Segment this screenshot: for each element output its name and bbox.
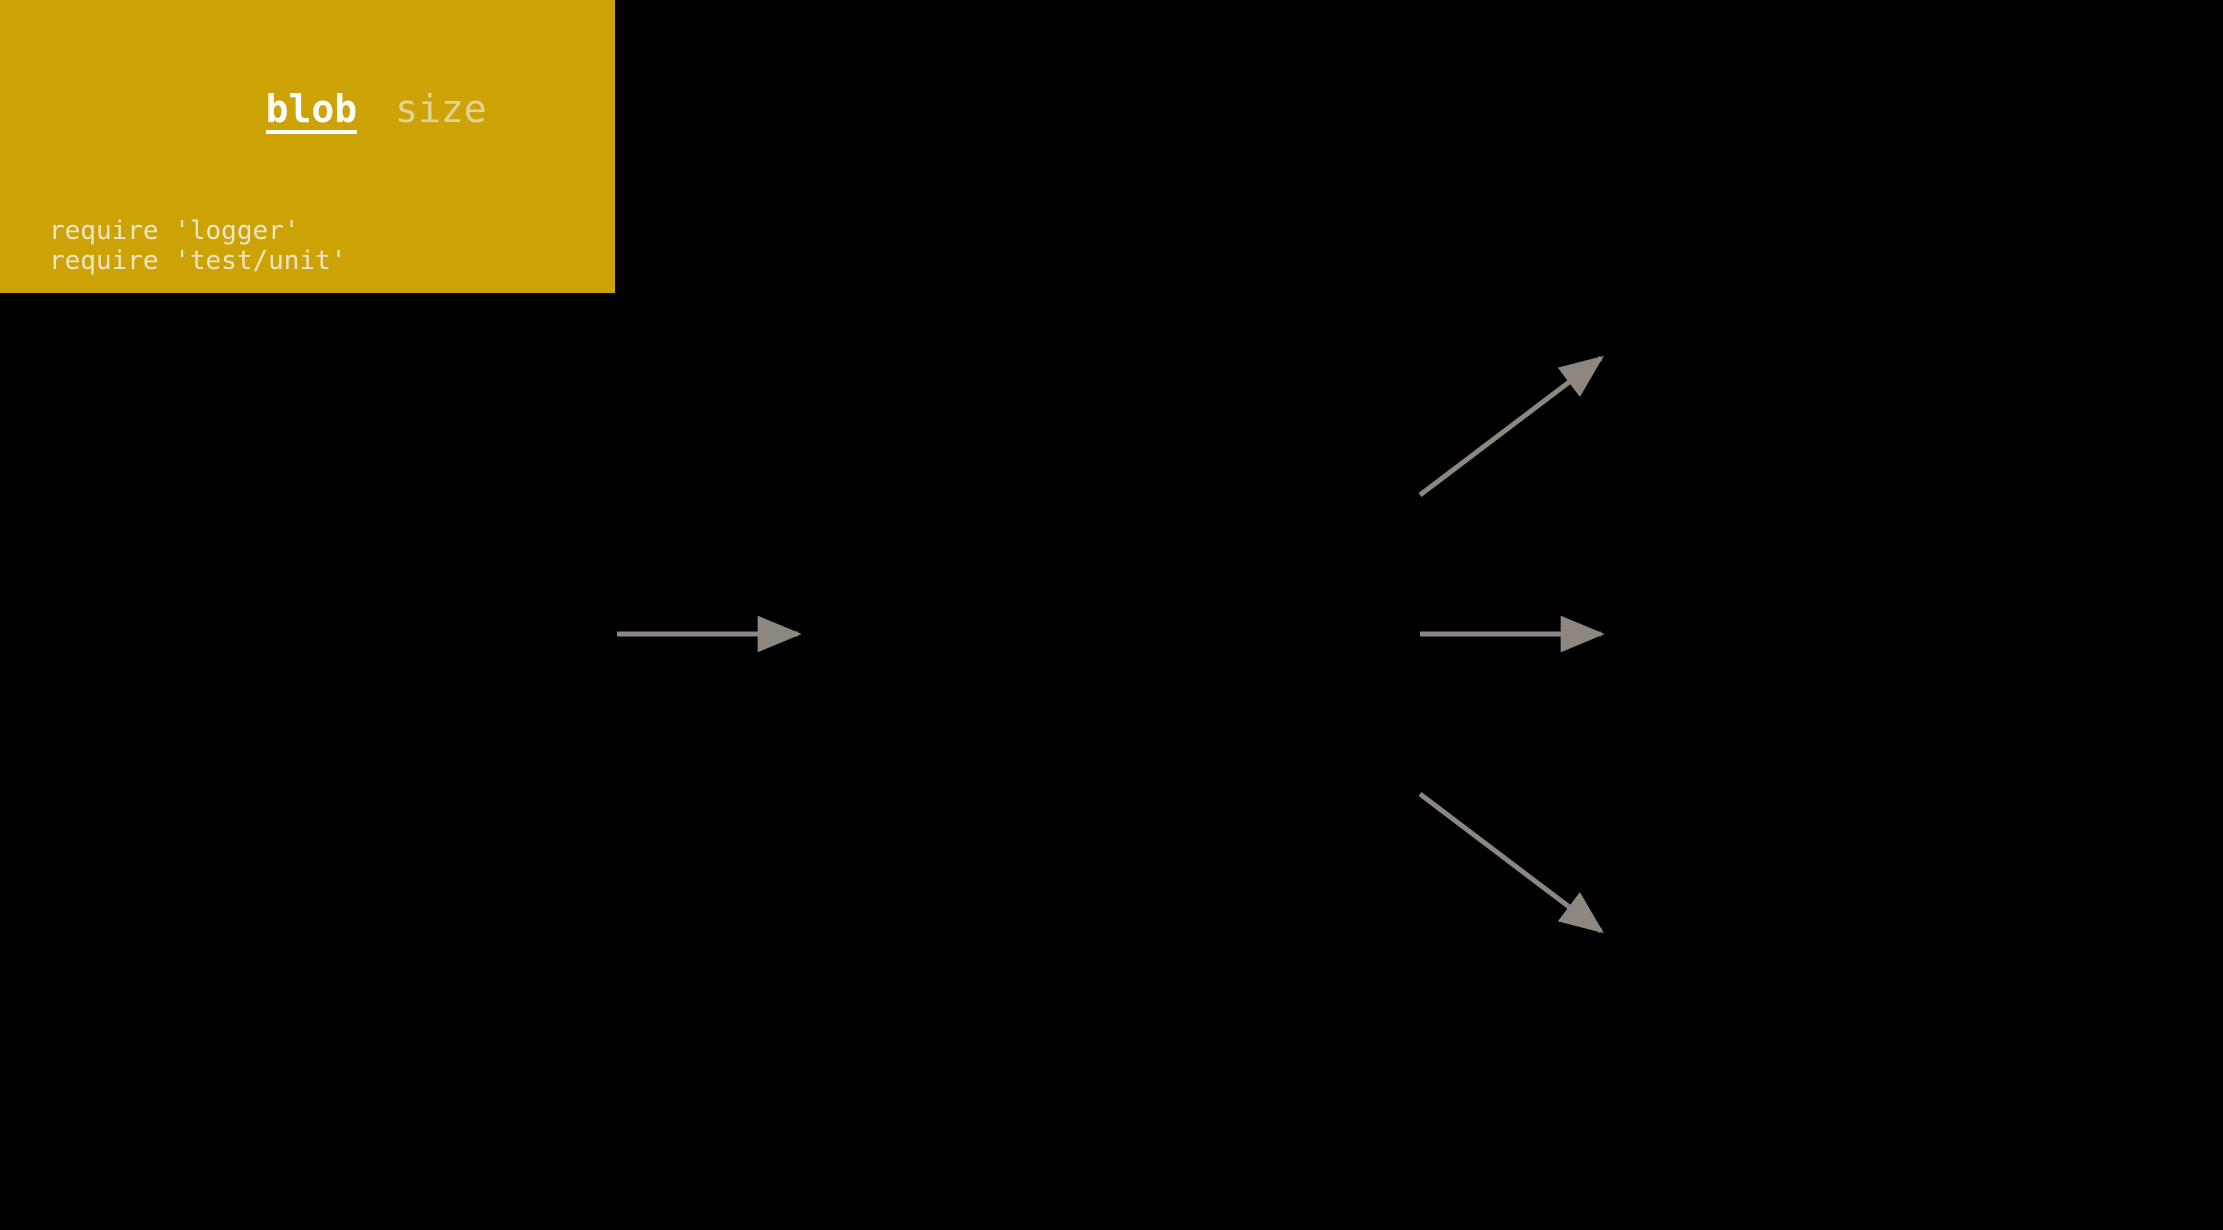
arrow-tree-to-blob-testrb — [1418, 792, 1604, 934]
blob-size: size — [395, 87, 487, 131]
blob-testrb-header: blob size — [0, 40, 615, 180]
code-line: require 'test/unit' — [49, 246, 347, 276]
code-line: require 'logger' — [49, 216, 300, 246]
blob-testrb-box: blob size require 'logger' require 'test/… — [0, 0, 615, 293]
blob-testrb-content: require 'logger' require 'test/unit' cla… — [0, 216, 615, 293]
arrow-tree-to-blob-readme — [1418, 355, 1604, 497]
blob-type: blob — [265, 89, 358, 134]
code-line — [49, 276, 615, 293]
